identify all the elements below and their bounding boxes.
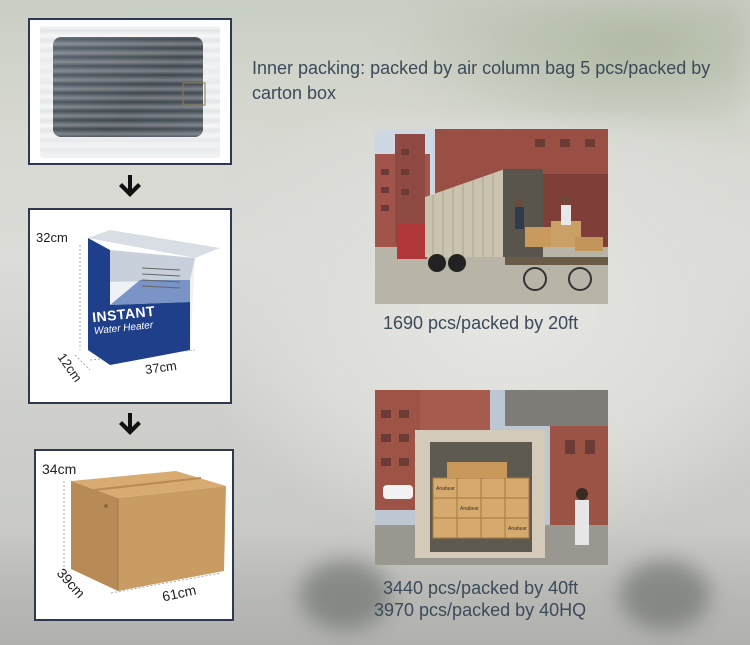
product-box-illustration [74, 230, 220, 371]
inner-packing-text: Inner packing: packed by air column bag … [252, 58, 711, 103]
carton-brand-label: Anabear [508, 526, 527, 532]
container-40ft-scene: Anabear Anabear Anabear [375, 390, 608, 565]
container-40ft-photo: Anabear Anabear Anabear [375, 390, 608, 565]
arrow-down-icon [119, 413, 141, 435]
bag-corner-bracket [182, 82, 206, 106]
carton-box-illustration [63, 471, 226, 594]
caption-40hq: 3970 pcs/packed by 40HQ [374, 600, 587, 620]
carton-brand-label: Anabear [460, 506, 479, 512]
product-box-frame: INSTANT Water Heater 32cm 12cm 37cm [28, 208, 232, 404]
caption-40ft: 3440 pcs/packed by 40ft [383, 578, 579, 598]
container-20ft-scene [375, 129, 608, 304]
heater-unit-in-bag [53, 37, 203, 137]
air-column-stripes [40, 26, 220, 158]
box-height-label: 32cm [36, 230, 68, 245]
arrow-down-icon [119, 175, 141, 197]
background-wheel [300, 560, 390, 630]
container-20ft-photo [375, 129, 608, 304]
background-wheel [620, 560, 710, 630]
caption-20ft: 1690 pcs/packed by 20ft [383, 313, 579, 333]
air-column-bag-frame [28, 18, 232, 165]
carton-height-label: 34cm [42, 461, 77, 477]
carton-brand-label: Anabear [436, 486, 455, 492]
carton-box-frame: 34cm 39cm 61cm [34, 449, 234, 621]
